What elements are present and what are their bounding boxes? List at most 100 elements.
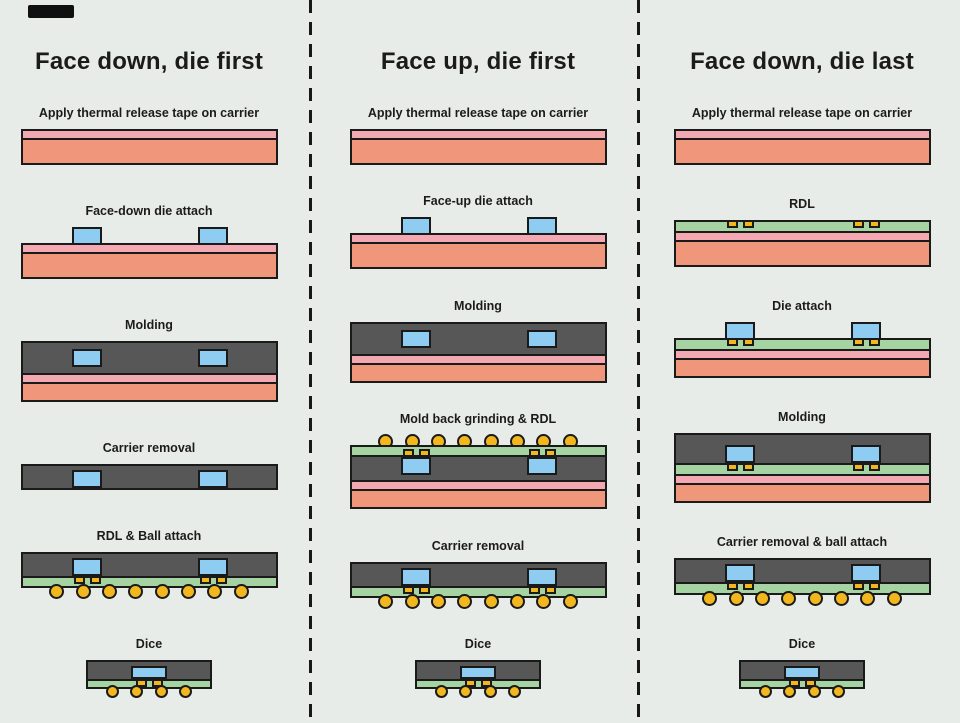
process-step: RDL & Ball attach — [20, 529, 278, 599]
step-label: Dice — [464, 636, 492, 651]
rdl-pad — [742, 582, 754, 590]
solder-ball — [101, 584, 117, 599]
solder-ball — [728, 591, 744, 606]
die-block — [401, 457, 432, 476]
step-diagram — [673, 558, 931, 606]
solder-ball — [781, 591, 797, 606]
balls-row — [739, 685, 865, 699]
solder-ball — [233, 584, 249, 599]
rdl-pad — [868, 463, 880, 471]
rdl-pad — [852, 463, 864, 471]
step-label: Dice — [788, 637, 816, 651]
carrier-layer — [349, 362, 607, 383]
carrier-layer — [673, 138, 931, 165]
step-label: RDL & Ball attach — [96, 529, 202, 543]
step-label: Dice — [135, 637, 163, 651]
step-label: Die attach — [772, 299, 832, 313]
solder-ball — [886, 591, 902, 606]
rdl-pad — [852, 220, 864, 228]
carrier-layer — [349, 489, 607, 510]
step-label: Apply thermal release tape on carrier — [38, 106, 260, 120]
process-step: Mold back grinding & RDL — [349, 412, 607, 510]
mold-layer — [349, 321, 607, 356]
step-diagram — [86, 660, 212, 699]
balls-row — [415, 684, 541, 699]
carrier-layer — [349, 242, 607, 270]
mold-layer — [349, 561, 607, 588]
die-block — [851, 445, 882, 463]
step-label: Carrier removal — [431, 538, 525, 553]
column-title: Face up, die first — [380, 48, 576, 75]
carrier-layer — [673, 483, 931, 503]
solder-ball — [536, 593, 552, 609]
solder-ball — [783, 685, 797, 698]
die-block — [851, 564, 882, 582]
die-block — [527, 329, 558, 348]
corner-mark — [28, 5, 74, 18]
rdl-pad — [868, 220, 880, 228]
mold-layer — [349, 455, 607, 483]
die-block — [131, 666, 167, 679]
step-diagram — [20, 341, 278, 402]
mold-layer — [673, 558, 931, 584]
solder-ball — [49, 584, 65, 599]
rdl-pad — [544, 585, 556, 594]
solder-ball — [832, 685, 846, 698]
process-step: Apply thermal release tape on carrier — [673, 106, 931, 165]
mold-layer — [673, 433, 931, 465]
process-step: RDL — [673, 197, 931, 267]
solder-ball — [758, 685, 772, 698]
step-diagram — [349, 321, 607, 383]
solder-ball — [105, 685, 119, 698]
solder-ball — [179, 685, 193, 698]
carrier-layer — [20, 382, 278, 402]
dies-row — [350, 217, 607, 236]
solder-ball — [807, 685, 821, 698]
solder-ball — [562, 593, 578, 609]
rdl-pad — [852, 582, 864, 590]
rdl-pad — [726, 220, 738, 228]
rdl-pad — [726, 582, 738, 590]
mold-layer — [415, 659, 541, 681]
column-title: Face down, die last — [690, 48, 914, 75]
column-title: Face down, die first — [34, 48, 264, 75]
die-block — [460, 665, 496, 679]
step-diagram — [20, 227, 278, 279]
step-diagram — [349, 561, 607, 609]
process-step: Apply thermal release tape on carrier — [20, 106, 278, 165]
solder-ball — [807, 591, 823, 606]
mold-layer — [739, 660, 865, 681]
solder-ball — [154, 685, 168, 698]
rdl-pad — [742, 463, 754, 471]
step-label: Face-down die attach — [85, 204, 213, 218]
solder-ball — [434, 684, 448, 698]
step-diagram — [673, 220, 931, 267]
solder-ball — [483, 684, 497, 698]
step-label: Carrier removal & ball attach — [716, 535, 888, 549]
rdl-pad — [418, 585, 430, 594]
die-block — [198, 470, 229, 488]
solder-ball — [130, 685, 144, 698]
solder-ball — [510, 593, 525, 609]
process-step: Carrier removal — [20, 441, 278, 490]
rdl-pad — [199, 576, 211, 584]
step-diagram — [739, 660, 865, 699]
process-step: Die attach — [673, 299, 931, 378]
solder-ball — [207, 584, 223, 599]
process-step: Molding — [673, 410, 931, 503]
solder-ball — [181, 584, 196, 599]
process-step: Molding — [20, 318, 278, 402]
carrier-layer — [349, 138, 607, 165]
step-label: Mold back grinding & RDL — [399, 412, 557, 427]
die-block — [72, 349, 103, 367]
solder-ball — [128, 584, 144, 599]
step-diagram — [20, 552, 278, 599]
die-block — [784, 666, 820, 679]
carrier-layer — [673, 240, 931, 267]
solder-ball — [483, 593, 499, 609]
die-block — [198, 349, 229, 367]
mold-layer — [20, 341, 278, 375]
solder-ball — [404, 593, 420, 609]
